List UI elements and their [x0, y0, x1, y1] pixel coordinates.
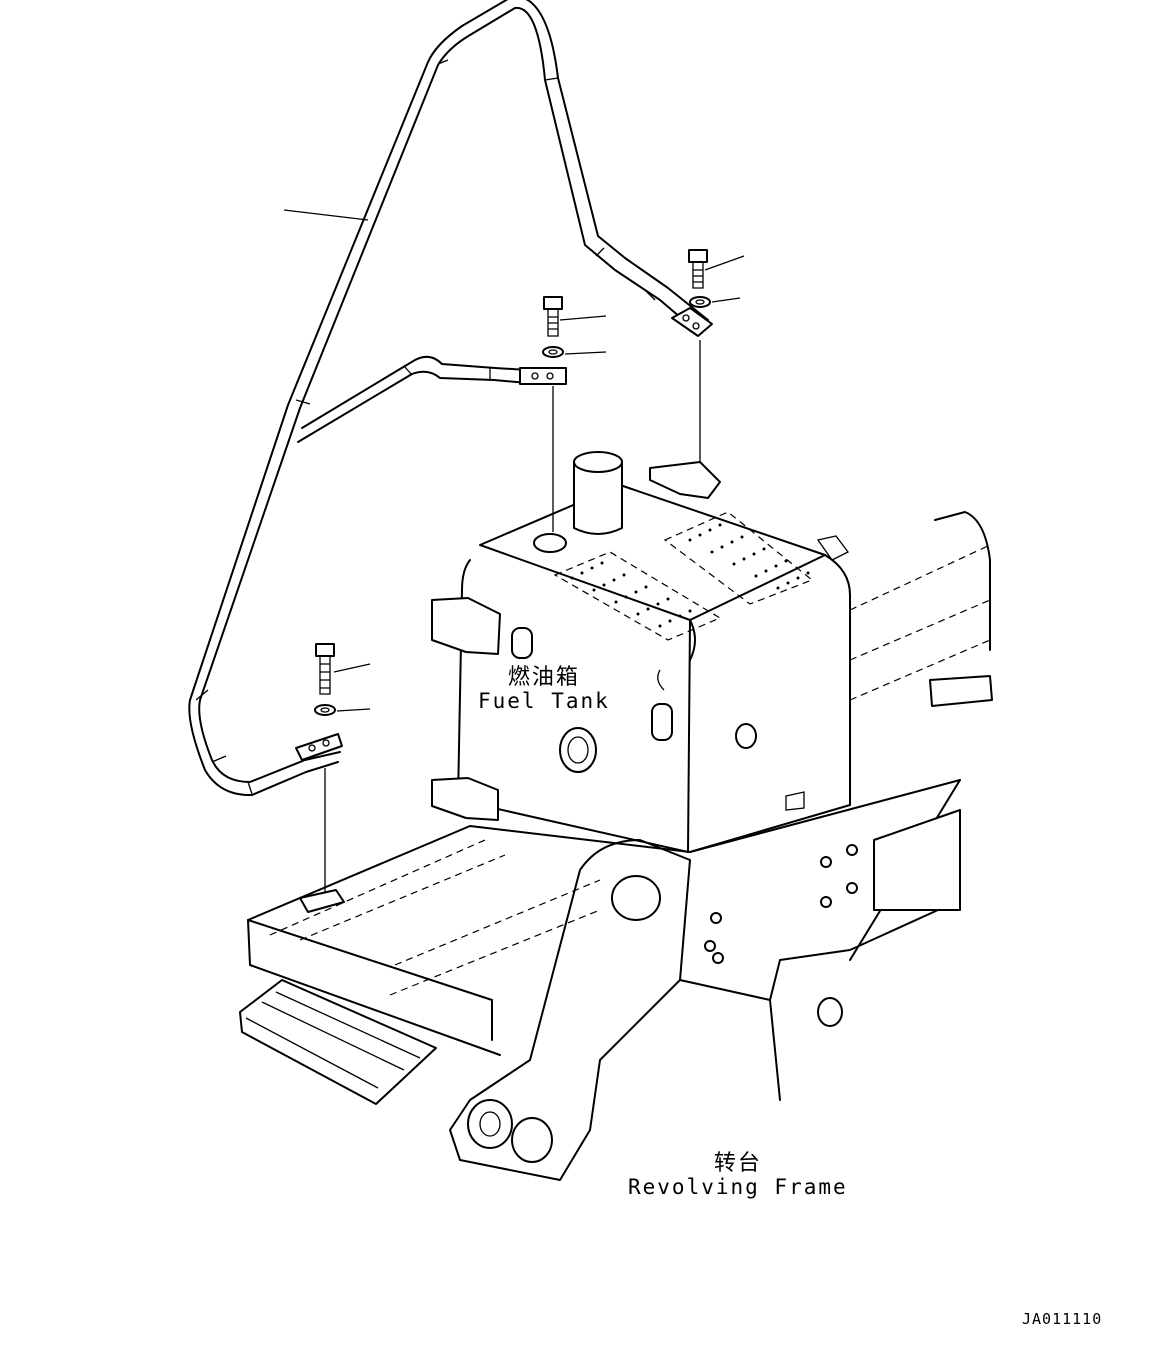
- plate-dot: [592, 588, 596, 592]
- plate-dot: [570, 576, 574, 580]
- handrail: [188, 0, 713, 797]
- plate-dot: [688, 538, 692, 542]
- plate-dot: [776, 586, 780, 590]
- plate-dot: [710, 550, 714, 554]
- revolving-frame: [239, 511, 993, 1181]
- bolt-3: [315, 643, 371, 695]
- plate-dot: [698, 533, 702, 537]
- plate-dot: [752, 552, 756, 556]
- bolt-1: [688, 249, 745, 289]
- revolving-frame-label-en: Revolving Frame: [628, 1175, 848, 1200]
- plate-dot: [666, 597, 670, 601]
- plate-dot: [636, 612, 640, 616]
- plate-dot: [624, 595, 628, 599]
- plate-dot: [742, 557, 746, 561]
- washer-2: [542, 346, 607, 358]
- plate-dot: [602, 583, 606, 587]
- plate-dot: [688, 609, 692, 613]
- plate-dot: [718, 523, 722, 527]
- plate-dot: [580, 571, 584, 575]
- plate-dot: [732, 562, 736, 566]
- plate-dot: [600, 561, 604, 565]
- plate-dot: [784, 559, 788, 563]
- plate-dot: [730, 540, 734, 544]
- revolving-frame-label-cn: 转台: [713, 1151, 762, 1176]
- plate-dot: [646, 607, 650, 611]
- plate-dot: [764, 569, 768, 573]
- fuel-tank-label-en: Fuel Tank: [478, 689, 610, 714]
- plate-dot: [796, 576, 800, 580]
- plate-dot: [678, 614, 682, 618]
- plate-dots: [570, 523, 810, 628]
- plate-dot: [634, 590, 638, 594]
- plate-dot: [754, 574, 758, 578]
- plate-dot: [668, 619, 672, 623]
- plate-dot: [774, 564, 778, 568]
- plate-dot: [612, 578, 616, 582]
- plate-dot: [786, 581, 790, 585]
- plate-dot: [762, 547, 766, 551]
- revolving-frame-label: 转台 Revolving Frame: [628, 1151, 848, 1200]
- plate-dot: [622, 573, 626, 577]
- plate-dot: [806, 571, 810, 575]
- fuel-tank-label: 燃油箱 Fuel Tank: [478, 665, 610, 714]
- fuel-tank: [431, 451, 851, 853]
- plate-dot: [590, 566, 594, 570]
- plate-dot: [656, 602, 660, 606]
- drawing-code: JA011110: [1022, 1310, 1103, 1328]
- washer-1: [689, 296, 741, 308]
- plate-dot: [614, 600, 618, 604]
- plate-dot: [644, 585, 648, 589]
- plate-dot: [658, 624, 662, 628]
- bolt-2: [543, 296, 607, 337]
- plate-dot: [740, 535, 744, 539]
- fuel-tank-label-cn: 燃油箱: [507, 665, 580, 690]
- plate-dot: [720, 545, 724, 549]
- plate-dot: [708, 528, 712, 532]
- washer-3: [314, 704, 371, 716]
